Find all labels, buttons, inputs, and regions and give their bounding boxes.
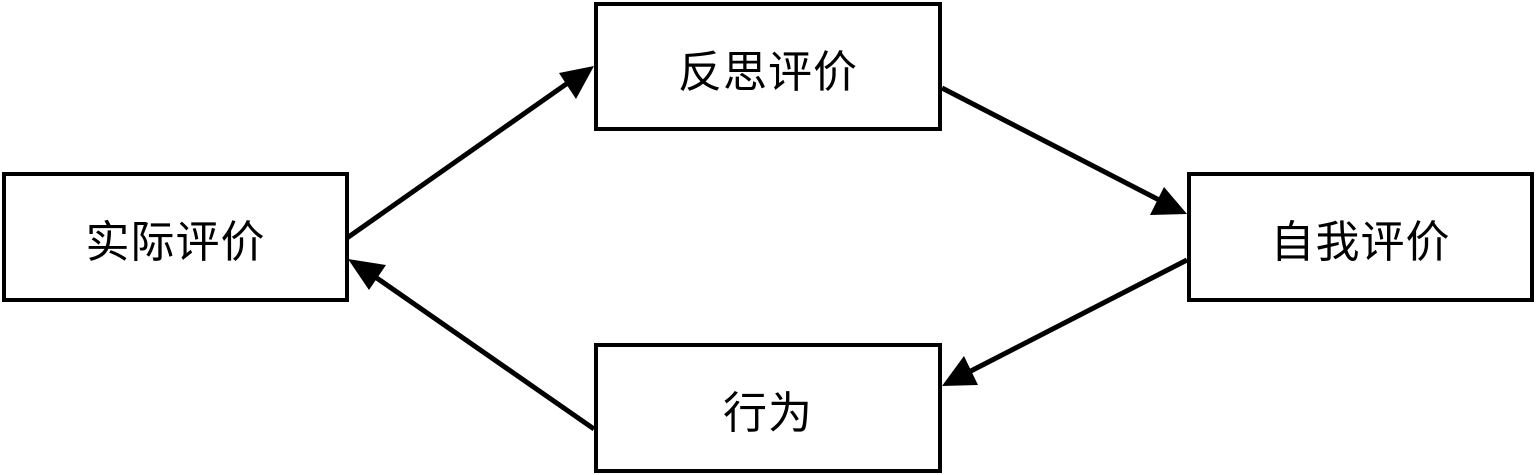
edge-actual-to-reflect bbox=[345, 66, 594, 241]
node-actual-evaluation-label: 实际评价 bbox=[85, 217, 266, 268]
node-behavior-label: 行为 bbox=[723, 388, 813, 439]
node-reflective-evaluation-label: 反思评价 bbox=[678, 46, 858, 98]
node-self-evaluation-label: 自我评价 bbox=[1270, 217, 1451, 268]
node-actual-evaluation: 实际评价 bbox=[2, 172, 349, 302]
node-self-evaluation: 自我评价 bbox=[1187, 172, 1534, 302]
edge-reflect-to-self bbox=[940, 85, 1187, 215]
edge-self-to-action bbox=[942, 257, 1189, 386]
edge-action-to-actual bbox=[348, 259, 596, 432]
node-behavior: 行为 bbox=[594, 343, 942, 473]
node-reflective-evaluation: 反思评价 bbox=[594, 2, 942, 131]
